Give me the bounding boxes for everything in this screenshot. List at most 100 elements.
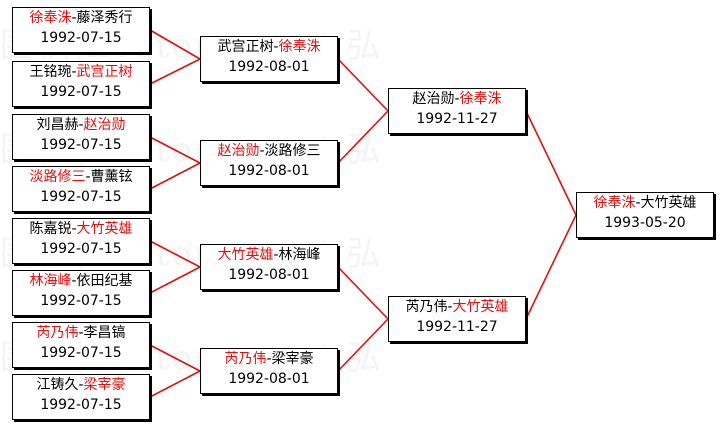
vs-separator: - (78, 325, 84, 341)
match-date: 1992-07-15 (40, 293, 122, 309)
match-players: 芮乃伟-大竹英雄 (389, 297, 525, 317)
match-box-round1-8: 江铸久-梁宰豪 1992-07-15 (12, 374, 150, 420)
match-date: 1992-07-15 (40, 345, 122, 361)
match-date: 1992-08-01 (228, 371, 310, 387)
match-box-round1-6: 林海峰-依田纪基 1992-07-15 (12, 270, 150, 316)
bracket-connector (149, 136, 201, 164)
vs-separator: - (454, 91, 460, 107)
match-box-round3-2: 芮乃伟-大竹英雄 1992-11-27 (388, 296, 526, 342)
player-name: 曹薰铉 (90, 169, 133, 185)
match-players: 大竹英雄-林海峰 (201, 245, 337, 265)
player-name: 李昌镐 (83, 325, 126, 341)
match-date: 1992-08-01 (228, 163, 310, 179)
bracket-connector (525, 214, 577, 320)
match-players: 徐奉洙-藤泽秀行 (13, 8, 149, 28)
match-date: 1992-08-01 (228, 267, 310, 283)
match-date: 1993-05-20 (604, 215, 686, 231)
player-name: 刘昌赫 (36, 117, 79, 133)
match-players: 林海峰-依田纪基 (13, 271, 149, 291)
match-box-round1-4: 淡路修三-曹薰铉 1992-07-15 (12, 166, 150, 212)
vs-separator: - (71, 221, 77, 237)
player-name: 芮乃伟 (36, 325, 79, 341)
bracket-connector (525, 110, 577, 216)
player-name: 梁宰豪 (271, 351, 314, 367)
match-date: 1992-08-01 (228, 59, 310, 75)
match-players: 刘昌赫-赵治勋 (13, 115, 149, 135)
player-name: 武宫正树 (217, 39, 274, 55)
player-name: 武宫正树 (76, 64, 133, 80)
match-players: 陈嘉锐-大竹英雄 (13, 219, 149, 239)
match-box-round2-2: 赵治勋-淡路修三 1992-08-01 (200, 140, 338, 186)
match-players: 徐奉洙-大竹英雄 (577, 193, 713, 213)
vs-separator: - (635, 195, 641, 211)
match-box-final-1: 徐奉洙-大竹英雄 1993-05-20 (576, 192, 714, 238)
bracket-connector (149, 29, 201, 60)
player-name: 江铸久 (36, 377, 79, 393)
bracket-connector (149, 266, 201, 294)
vs-separator: - (71, 10, 77, 26)
player-name: 徐奉洙 (29, 10, 72, 26)
match-players: 芮乃伟-李昌镐 (13, 323, 149, 343)
vs-separator: - (273, 39, 279, 55)
player-name: 芮乃伟 (224, 351, 267, 367)
player-name: 淡路修三 (264, 143, 321, 159)
match-box-round2-4: 芮乃伟-梁宰豪 1992-08-01 (200, 348, 338, 394)
player-name: 赵治勋 (83, 117, 126, 133)
match-date: 1992-07-15 (40, 30, 122, 46)
player-name: 大竹英雄 (452, 299, 509, 315)
match-date: 1992-11-27 (416, 319, 498, 335)
bracket-connector (149, 58, 201, 85)
vs-separator: - (78, 117, 84, 133)
player-name: 梁宰豪 (83, 377, 126, 393)
bracket-connector (337, 266, 389, 320)
bracket-connector (149, 162, 201, 190)
player-name: 徐奉洙 (459, 91, 502, 107)
bracket-connector (149, 370, 201, 398)
match-date: 1992-07-15 (40, 84, 122, 100)
player-name: 大竹英雄 (640, 195, 697, 211)
player-name: 大竹英雄 (217, 247, 274, 263)
bracket-connector (337, 318, 389, 372)
player-name: 徐奉洙 (593, 195, 636, 211)
player-name: 藤泽秀行 (76, 10, 133, 26)
player-name: 林海峰 (278, 247, 321, 263)
vs-separator: - (266, 351, 272, 367)
match-players: 芮乃伟-梁宰豪 (201, 349, 337, 369)
bracket-connector (149, 344, 201, 372)
match-players: 淡路修三-曹薰铉 (13, 167, 149, 187)
match-players: 武宫正树-徐奉洙 (201, 37, 337, 57)
match-date: 1992-07-15 (40, 189, 122, 205)
vs-separator: - (71, 64, 77, 80)
match-box-round2-3: 大竹英雄-林海峰 1992-08-01 (200, 244, 338, 290)
vs-separator: - (78, 377, 84, 393)
match-box-round1-7: 芮乃伟-李昌镐 1992-07-15 (12, 322, 150, 368)
player-name: 徐奉洙 (278, 39, 321, 55)
player-name: 淡路修三 (29, 169, 86, 185)
match-box-round2-1: 武宫正树-徐奉洙 1992-08-01 (200, 36, 338, 82)
player-name: 陈嘉锐 (29, 221, 72, 237)
player-name: 王铭琬 (29, 64, 72, 80)
match-players: 赵治勋-徐奉洙 (389, 89, 525, 109)
vs-separator: - (85, 169, 91, 185)
match-box-round1-1: 徐奉洙-藤泽秀行 1992-07-15 (12, 7, 150, 53)
player-name: 赵治勋 (412, 91, 455, 107)
match-date: 1992-11-27 (416, 111, 498, 127)
vs-separator: - (71, 273, 77, 289)
vs-separator: - (447, 299, 453, 315)
match-players: 赵治勋-淡路修三 (201, 141, 337, 161)
match-box-round1-3: 刘昌赫-赵治勋 1992-07-15 (12, 114, 150, 160)
player-name: 林海峰 (29, 273, 72, 289)
player-name: 芮乃伟 (405, 299, 448, 315)
player-name: 赵治勋 (217, 143, 260, 159)
vs-separator: - (273, 247, 279, 263)
vs-separator: - (259, 143, 265, 159)
match-box-round1-2: 王铭琬-武宫正树 1992-07-15 (12, 61, 150, 107)
match-date: 1992-07-15 (40, 137, 122, 153)
match-box-round3-1: 赵治勋-徐奉洙 1992-11-27 (388, 88, 526, 134)
match-players: 王铭琬-武宫正树 (13, 62, 149, 82)
bracket-connector (337, 58, 389, 112)
match-date: 1992-07-15 (40, 397, 122, 413)
